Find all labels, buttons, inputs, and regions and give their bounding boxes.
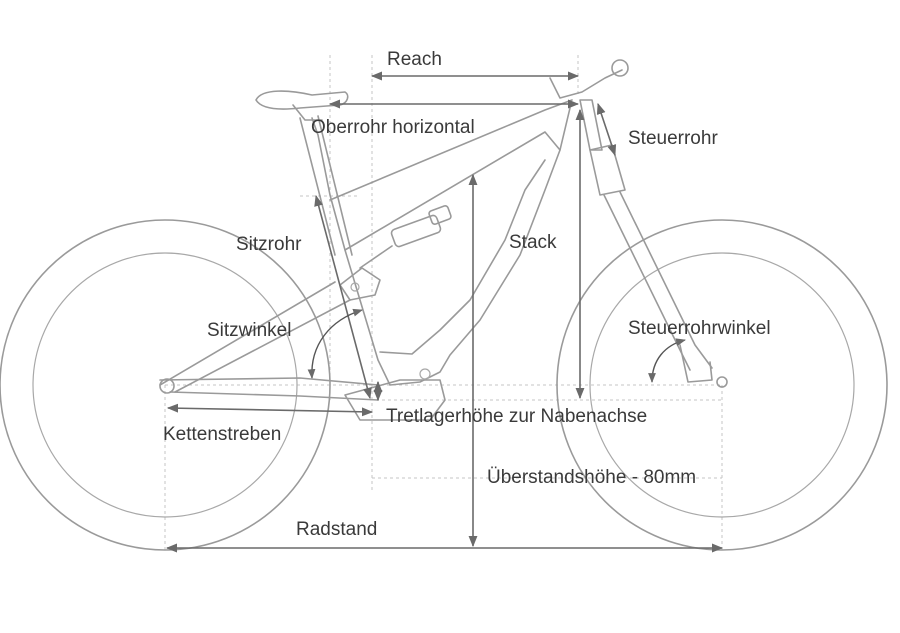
head-angle-arc: [648, 338, 686, 383]
label-bb-height: Tretlagerhöhe zur Nabenachse: [386, 406, 647, 427]
label-chainstays: Kettenstreben: [163, 424, 281, 445]
label-stack: Stack: [509, 232, 557, 253]
label-standover-height: Überstandshöhe - 80mm: [487, 467, 696, 488]
seat-angle-arc: [307, 308, 363, 379]
label-head-tube: Steuerrohr: [628, 128, 718, 149]
labels: Reach Oberrohr horizontal Steuerrohr Sit…: [163, 49, 771, 540]
measure-chainstays: [166, 403, 374, 417]
label-seat-angle: Sitzwinkel: [207, 320, 291, 341]
measure-head-tube: [596, 102, 617, 157]
label-reach: Reach: [387, 49, 442, 70]
label-top-tube-horizontal: Oberrohr horizontal: [311, 117, 475, 138]
label-wheelbase: Radstand: [296, 519, 377, 540]
label-head-angle: Steuerrohrwinkel: [628, 318, 771, 339]
label-seat-tube: Sitzrohr: [236, 234, 302, 255]
